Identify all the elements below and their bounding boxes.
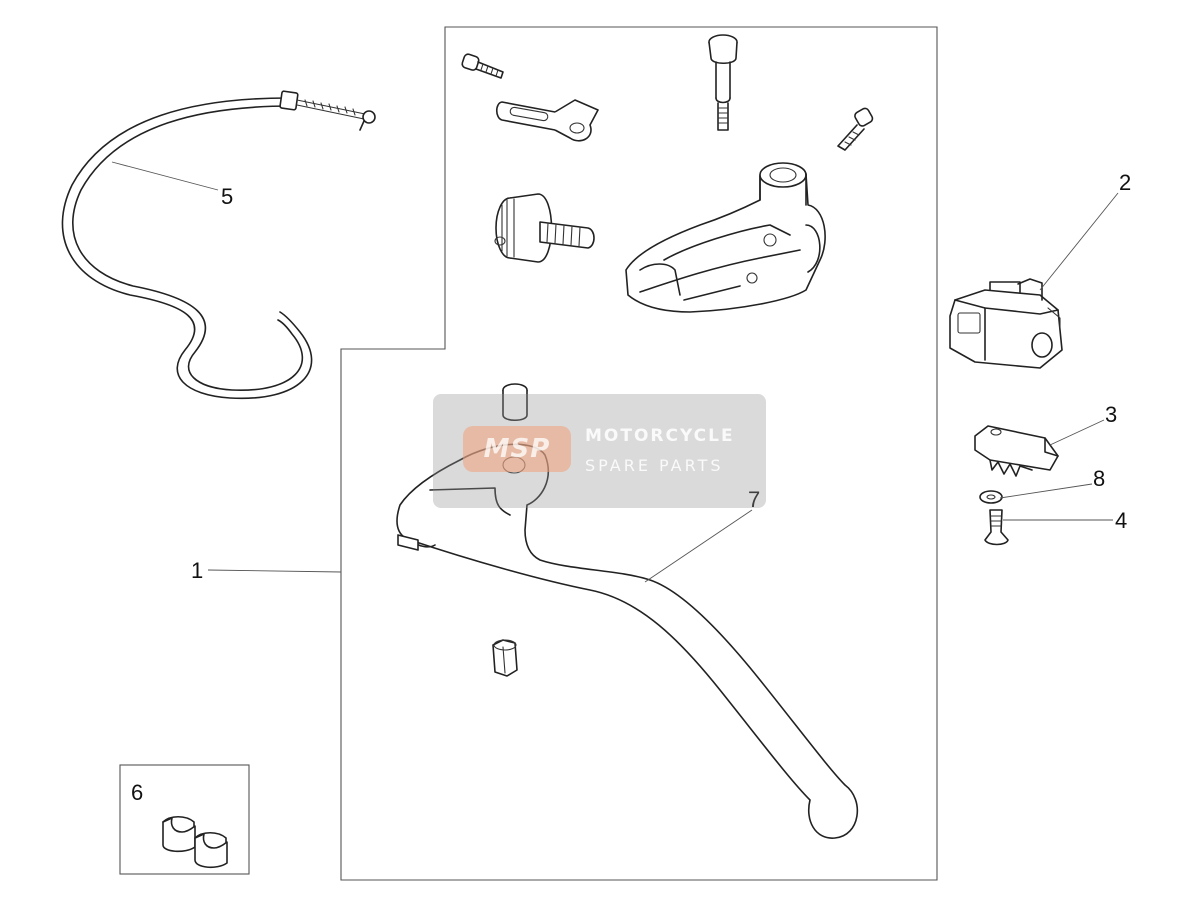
callout-6: 6	[131, 780, 143, 805]
small-screw-b[interactable]	[837, 107, 874, 151]
watermark: MSP MOTORCYCLE SPARE PARTS	[433, 394, 766, 508]
callout-1: 1	[191, 558, 203, 583]
clutch-cable[interactable]	[61, 90, 376, 400]
callout-7: 7	[748, 487, 760, 512]
callout-5: 5	[221, 184, 233, 209]
leader-3	[1049, 419, 1105, 446]
cable-clips[interactable]	[162, 815, 228, 869]
small-screw-a[interactable]	[461, 53, 504, 79]
callout-8: 8	[1093, 466, 1105, 491]
leader-2	[1039, 192, 1119, 291]
callout-2: 2	[1119, 170, 1131, 195]
watermark-line-2: SPARE PARTS	[585, 456, 724, 475]
watermark-line-1: MOTORCYCLE	[585, 426, 735, 446]
clip-box	[119, 764, 250, 875]
watermark-logo: MSP	[463, 426, 571, 472]
pivot-bolt[interactable]	[708, 34, 738, 131]
cable-adjuster[interactable]	[494, 193, 595, 263]
microswitch[interactable]	[974, 425, 1059, 477]
leader-7	[644, 509, 753, 583]
lever-bracket[interactable]	[625, 162, 826, 313]
watermark-logo-text: MSP	[483, 434, 551, 464]
leader-8	[999, 483, 1093, 499]
switch-housing[interactable]	[949, 278, 1063, 369]
countersunk-screw[interactable]	[984, 509, 1009, 546]
callout-3: 3	[1105, 402, 1117, 427]
callout-4: 4	[1115, 508, 1127, 533]
clutch-lever[interactable]	[396, 383, 859, 839]
lock-nut[interactable]	[492, 639, 518, 677]
cable-clamp-plate[interactable]	[495, 99, 599, 142]
assembly-outline	[340, 26, 938, 881]
leader-1	[207, 569, 342, 573]
leader-5	[111, 161, 219, 191]
washer[interactable]	[979, 490, 1003, 504]
